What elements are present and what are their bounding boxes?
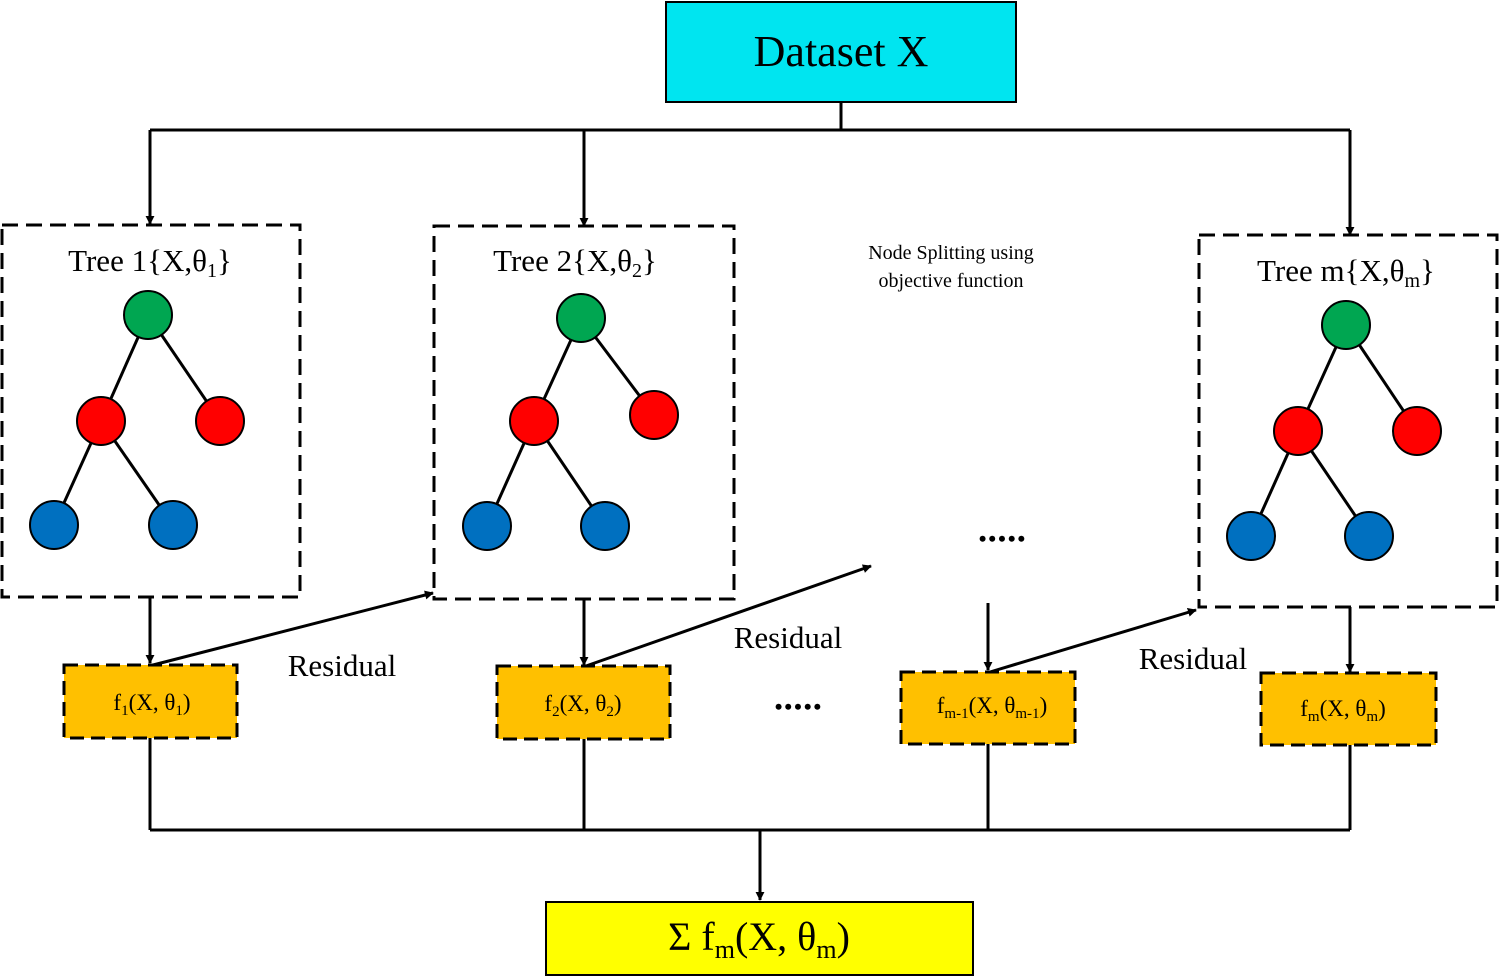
- residual-label-3: Residual: [1139, 641, 1248, 676]
- tree-m-inner-node: [1392, 406, 1442, 456]
- tree-m-box: Tree m{X,θm}: [1197, 233, 1499, 609]
- outputs-ellipsis: •••••: [775, 694, 824, 719]
- tree-m-root-node: [1321, 300, 1371, 350]
- output-box-2: f2(X, θ2): [495, 664, 672, 741]
- sum-box: [545, 901, 974, 976]
- output-box-m: fm(X, θm): [1259, 671, 1438, 747]
- tree-2-leaf-node: [580, 501, 630, 551]
- dataset-label: Dataset X: [754, 27, 929, 76]
- tree-2-graph: [462, 293, 679, 551]
- tree-2-box: Tree 2{X,θ2}: [432, 224, 736, 601]
- tree-1-inner-node: [195, 396, 245, 446]
- output-box-m-1: fm-1(X, θm-1): [899, 670, 1077, 746]
- tree-m-title: Tree m{X,θm}: [1257, 253, 1435, 292]
- output-box-1: f1(X, θ1): [62, 663, 239, 740]
- tree-2-inner-node: [509, 396, 559, 446]
- tree-1-root-node: [123, 290, 173, 340]
- tree-2-leaf-node: [462, 501, 512, 551]
- tree-1-inner-node: [76, 396, 126, 446]
- tree-1-leaf-node: [29, 500, 79, 550]
- tree-m-leaf-node: [1226, 511, 1276, 561]
- tree-1-graph: [29, 290, 245, 550]
- aggregation-connectors: [148, 738, 1352, 901]
- tree-1-leaf-node: [148, 500, 198, 550]
- tree-m-leaf-node: [1344, 511, 1394, 561]
- trees-ellipsis: •••••: [979, 526, 1028, 551]
- sum-label: Σ fm(X, θm): [668, 914, 850, 964]
- residual-label-1: Residual: [288, 648, 397, 683]
- tree-1-box: Tree 1{X,θ1}: [0, 223, 302, 599]
- tree-output-connectors: [145, 597, 1355, 673]
- node-splitting-annotation-line1: Node Splitting using: [868, 242, 1034, 264]
- node-splitting-annotation-line2: objective function: [879, 270, 1024, 292]
- residual-arrows: [152, 564, 1197, 674]
- tree-2-inner-node: [629, 390, 679, 440]
- tree-m-graph: [1226, 300, 1442, 561]
- tree-m-inner-node: [1273, 406, 1323, 456]
- tree-2-title: Tree 2{X,θ2}: [493, 243, 657, 282]
- tree-2-root-node: [556, 293, 606, 343]
- distribution-connectors: [145, 102, 1355, 236]
- tree-1-title: Tree 1{X,θ1}: [68, 243, 232, 282]
- dataset-box: [665, 1, 1017, 103]
- residual-label-2: Residual: [734, 620, 843, 655]
